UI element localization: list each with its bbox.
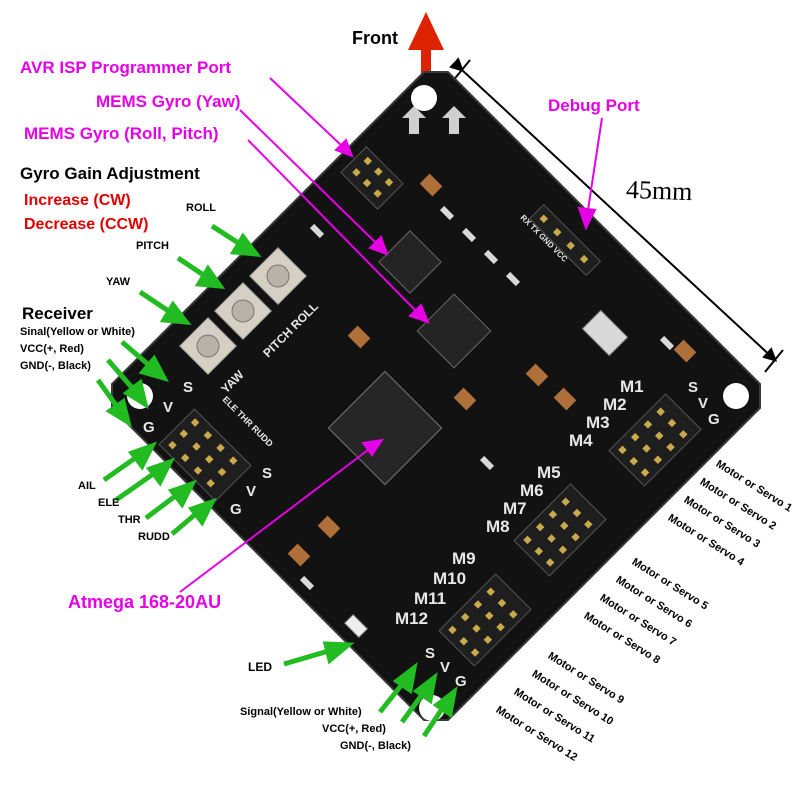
rudd-label: RUDD bbox=[138, 531, 170, 543]
decrease-label: Decrease (CCW) bbox=[24, 216, 149, 233]
silk-v: V bbox=[246, 483, 256, 500]
gyro-yaw-label: MEMS Gyro (Yaw) bbox=[96, 92, 241, 111]
mcu-chip bbox=[327, 370, 443, 486]
silk-v: V bbox=[698, 395, 708, 412]
motor-header-1-4 bbox=[608, 393, 702, 487]
silk-m4: M4 bbox=[569, 431, 593, 450]
led-component bbox=[343, 613, 369, 639]
silk-g: G bbox=[708, 411, 720, 428]
receiver-label: Receiver bbox=[22, 304, 93, 323]
silk-s: S bbox=[183, 379, 193, 396]
silk-m10: M10 bbox=[433, 569, 466, 588]
dimension-label: 45mm bbox=[625, 174, 693, 207]
front-label: Front bbox=[352, 28, 398, 48]
debug-port-label: Debug Port bbox=[548, 96, 640, 115]
ail-label: AIL bbox=[78, 480, 96, 492]
yaw-label: YAW bbox=[106, 276, 131, 288]
out-signal-label: Signal(Yellow or White) bbox=[240, 706, 362, 718]
motor-header-5-8 bbox=[513, 483, 607, 577]
thr-label: THR bbox=[118, 514, 141, 526]
silk-s: S bbox=[262, 465, 272, 482]
pot-roll bbox=[249, 247, 307, 305]
motor-header-9-12 bbox=[438, 573, 532, 667]
pot-yaw bbox=[179, 317, 237, 375]
silk-m11: M11 bbox=[414, 589, 446, 608]
gyro-roll-pitch-label: MEMS Gyro (Roll, Pitch) bbox=[24, 124, 219, 143]
silk-m12: M12 bbox=[395, 609, 428, 628]
silk-m9: M9 bbox=[452, 549, 476, 568]
silk-g: G bbox=[143, 419, 155, 436]
silk-m6: M6 bbox=[520, 481, 544, 500]
silk-g: G bbox=[230, 501, 242, 518]
silk-m2: M2 bbox=[603, 395, 627, 414]
gyro-roll-pitch-chip bbox=[416, 293, 492, 369]
mount-hole bbox=[723, 383, 749, 409]
silk-m1: M1 bbox=[620, 377, 644, 396]
gain-title-label: Gyro Gain Adjustment bbox=[20, 164, 200, 183]
silk-m8: M8 bbox=[486, 517, 510, 536]
rx-gnd-label: GND(-, Black) bbox=[20, 360, 91, 372]
mount-hole bbox=[411, 85, 437, 111]
silk-m3: M3 bbox=[586, 413, 610, 432]
avr-isp-label: AVR ISP Programmer Port bbox=[20, 58, 231, 77]
pitch-label: PITCH bbox=[136, 240, 169, 252]
silk-g: G bbox=[455, 673, 467, 690]
out-gnd-label: GND(-, Black) bbox=[340, 740, 411, 752]
increase-label: Increase (CW) bbox=[24, 192, 131, 209]
silk-s: S bbox=[425, 645, 435, 662]
silk-v: V bbox=[440, 659, 450, 676]
pot-pitch bbox=[214, 282, 272, 340]
gyro-yaw-chip bbox=[378, 230, 442, 294]
mcu-label: Atmega 168-20AU bbox=[68, 592, 222, 612]
silk-s: S bbox=[688, 379, 698, 396]
silk-m5: M5 bbox=[537, 463, 561, 482]
magenta-pointers bbox=[179, 77, 603, 593]
green-pointers bbox=[95, 223, 458, 738]
capacitors bbox=[287, 173, 697, 567]
isp-header bbox=[340, 146, 404, 210]
silk-v: V bbox=[163, 399, 173, 416]
regulator bbox=[581, 309, 629, 357]
rx-signal-label: Sinal(Yellow or White) bbox=[20, 326, 135, 338]
rx-vcc-label: VCC(+, Red) bbox=[20, 343, 84, 355]
resistors bbox=[299, 205, 675, 591]
debug-header bbox=[528, 203, 602, 277]
silk-m7: M7 bbox=[503, 499, 527, 518]
roll-label: ROLL bbox=[186, 202, 216, 214]
receiver-header bbox=[158, 408, 252, 502]
ele-label: ELE bbox=[98, 497, 120, 509]
led-label: LED bbox=[248, 660, 272, 674]
out-vcc-label: VCC(+, Red) bbox=[322, 723, 386, 735]
